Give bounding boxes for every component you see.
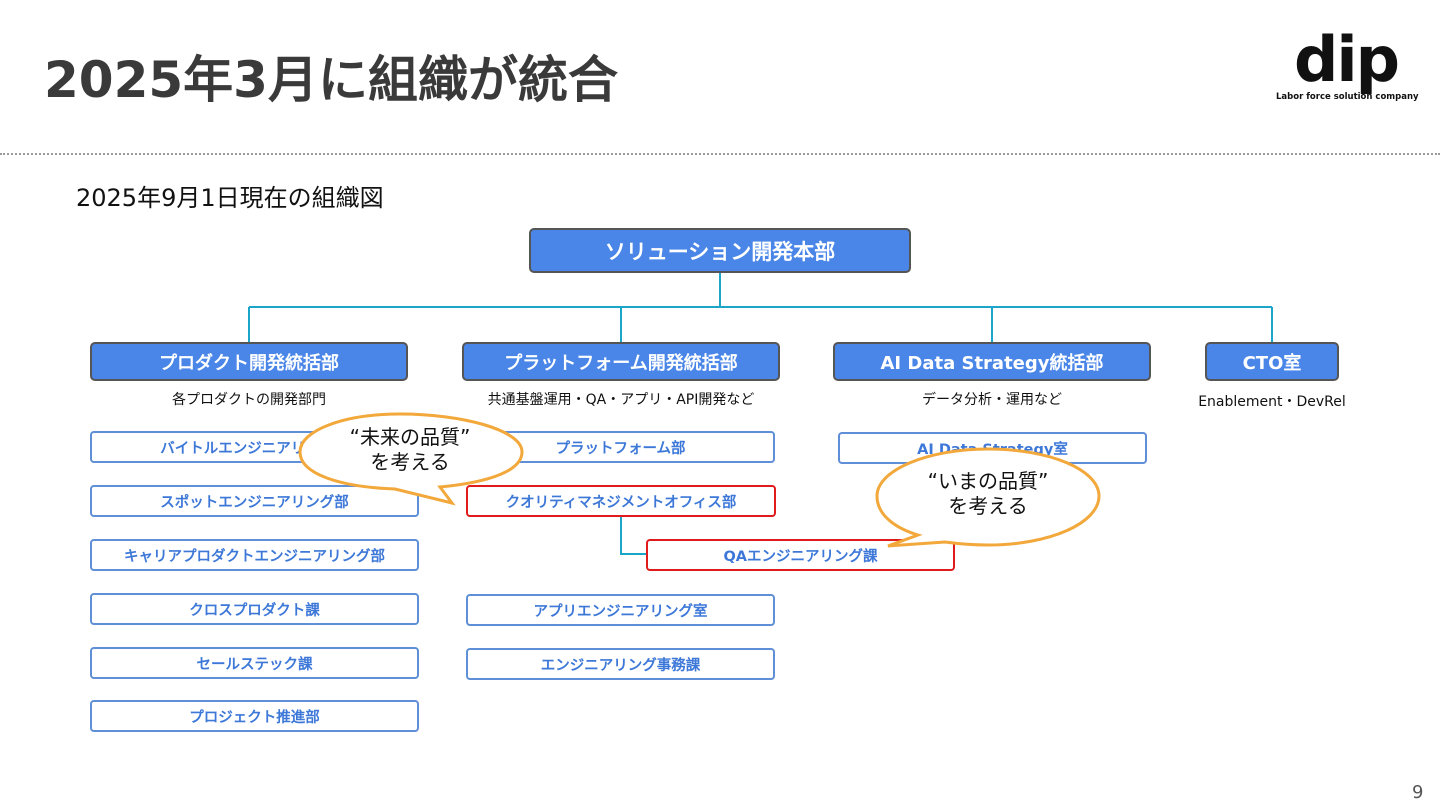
dept-platform-description: 共通基盤運用・QA・アプリ・API開発など xyxy=(487,392,755,408)
dept-cto-description: Enablement・DevRel xyxy=(1198,394,1346,410)
callout-future-text: “未来の品質” を考える xyxy=(310,425,510,475)
dept-ai-data-box: AI Data Strategy統括部 xyxy=(833,342,1151,381)
unit-engineering-admin: エンジニアリング事務課 xyxy=(466,648,775,680)
callout-future-line1: “未来の品質” xyxy=(349,425,471,449)
unit-app-engineering: アプリエンジニアリング室 xyxy=(466,594,775,626)
dept-cto-box: CTO室 xyxy=(1205,342,1339,381)
page-number: 9 xyxy=(1412,782,1424,803)
unit-spot-engineering: スポットエンジニアリング部 xyxy=(90,485,419,517)
callout-present-text: “いまの品質” を考える xyxy=(888,469,1088,519)
unit-career-product-engineering: キャリアプロダクトエンジニアリング部 xyxy=(90,539,419,571)
unit-sales-tech: セールステック課 xyxy=(90,647,419,679)
dept-platform-box: プラットフォーム開発統括部 xyxy=(462,342,780,381)
qa-subunit-connector xyxy=(620,517,646,555)
company-logo: dip Labor force solution company xyxy=(1276,23,1419,103)
header-divider xyxy=(0,153,1440,155)
logo-wordmark: dip xyxy=(1293,23,1400,96)
dept-ai-data-description: データ分析・運用など xyxy=(922,392,1062,408)
page-title: 2025年3月に組織が統合 xyxy=(44,51,618,109)
unit-quality-management-office: クオリティマネジメントオフィス部 xyxy=(466,485,776,517)
callout-present-bubble xyxy=(875,447,1101,548)
org-chart-subtitle: 2025年9月1日現在の組織図 xyxy=(76,184,384,212)
root-department-box: ソリューション開発本部 xyxy=(529,228,911,273)
callout-present-line1: “いまの品質” xyxy=(927,469,1049,493)
callout-present-line2: を考える xyxy=(948,494,1028,518)
unit-cross-product: クロスプロダクト課 xyxy=(90,593,419,625)
logo-tagline: Labor force solution company xyxy=(1276,92,1419,102)
dept-product-box: プロダクト開発統括部 xyxy=(90,342,408,381)
dept-product-description: 各プロダクトの開発部門 xyxy=(172,392,326,408)
callout-future-bubble xyxy=(298,412,524,506)
unit-qa-engineering: QAエンジニアリング課 xyxy=(646,539,955,571)
unit-project-promotion: プロジェクト推進部 xyxy=(90,700,419,732)
callout-future-line2: を考える xyxy=(370,450,450,474)
